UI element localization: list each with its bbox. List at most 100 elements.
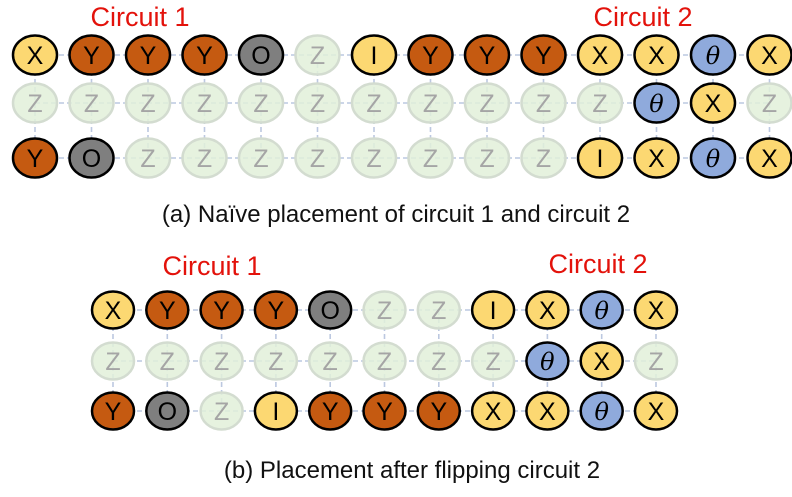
panel-a-circuit-2-title: Circuit 2 (593, 2, 692, 32)
qubit-label: θ (540, 348, 555, 376)
qubit-y: Y (145, 290, 190, 330)
qubit-circle (689, 82, 737, 124)
qubit-y: Y (68, 34, 115, 76)
qubit-circle (307, 391, 353, 431)
qubit-y: Y (362, 391, 407, 431)
qubit-z: Z (407, 137, 454, 179)
qubit-label: Y (268, 297, 285, 325)
qubit-label: Y (422, 42, 439, 70)
qubit-x: X (633, 290, 679, 330)
qubit-circle (362, 290, 407, 330)
qubit-i: I (470, 290, 516, 330)
qubit-z: Z (470, 341, 516, 381)
qubit-theta: θ (689, 137, 737, 179)
qubit-circle (237, 34, 285, 76)
qubit-label: Z (536, 145, 551, 173)
qubit-label: X (27, 42, 44, 70)
qubit-z: Z (294, 82, 341, 124)
qubit-circle (199, 290, 244, 330)
qubit-circle (463, 137, 511, 179)
qubit-label: Z (253, 145, 268, 173)
qubit-label: I (490, 297, 497, 325)
qubit-i: I (253, 391, 299, 431)
qubit-circle (525, 341, 570, 381)
qubit-z: Z (307, 341, 353, 381)
qubit-circle (633, 341, 679, 381)
qubit-circle (407, 137, 454, 179)
qubit-x: X (633, 34, 680, 76)
qubit-label: Y (83, 42, 100, 70)
qubit-circle (576, 82, 624, 124)
qubit-circle (124, 137, 172, 179)
qubit-label: Z (323, 348, 338, 376)
qubit-label: X (648, 297, 665, 325)
qubit-z: Z (576, 82, 624, 124)
qubit-label: X (705, 90, 722, 118)
qubit-x: X (470, 391, 516, 431)
qubit-label: Z (423, 145, 438, 173)
qubit-x: X (746, 137, 792, 179)
qubit-circle (68, 82, 115, 124)
qubit-z: Z (181, 82, 228, 124)
qubit-z: Z (416, 341, 462, 381)
qubit-z: Z (199, 341, 244, 381)
qubit-label: I (597, 145, 604, 173)
qubit-circle (253, 290, 299, 330)
qubit-z: Z (407, 82, 454, 124)
qubit-label: θ (594, 297, 609, 325)
qubit-circle (124, 82, 172, 124)
qubit-z: Z (294, 137, 341, 179)
qubit-z: Z (181, 137, 228, 179)
qubit-o: O (307, 290, 353, 330)
qubit-y: Y (416, 391, 462, 431)
qubit-circle (124, 34, 172, 76)
qubit-label: Y (140, 42, 157, 70)
qubit-circle (470, 341, 516, 381)
qubit-circle (470, 290, 516, 330)
qubit-z: Z (11, 82, 59, 124)
panel-b-circuit-2-title: Circuit 2 (548, 249, 647, 279)
qubit-label: Y (535, 42, 552, 70)
qubit-y: Y (124, 34, 172, 76)
qubit-label: Z (140, 90, 155, 118)
qubit-z: Z (362, 290, 407, 330)
qubit-y: Y (11, 137, 59, 179)
qubit-circle (350, 82, 398, 124)
qubit-label: θ (706, 145, 721, 173)
qubit-circle (253, 391, 299, 431)
qubit-x: X (579, 341, 624, 381)
qubit-circle (145, 391, 190, 431)
qubit-label: Z (253, 90, 268, 118)
qubit-circle (68, 137, 115, 179)
qubit-circle (350, 137, 398, 179)
qubit-z: Z (350, 137, 398, 179)
qubit-label: I (272, 398, 279, 426)
qubit-o: O (237, 34, 285, 76)
qubit-z: Z (294, 34, 341, 76)
qubit-label: O (320, 297, 339, 325)
qubit-theta: θ (579, 290, 624, 330)
panel-a-circuit-1-title: Circuit 1 (90, 2, 189, 32)
qubit-circle (181, 137, 228, 179)
qubit-label: Z (140, 145, 155, 173)
qubit-circle (579, 290, 624, 330)
qubit-circle (576, 34, 624, 76)
qubit-circle (525, 391, 570, 431)
qubit-theta: θ (525, 341, 570, 381)
qubit-label: Z (431, 348, 446, 376)
qubit-label: X (648, 398, 665, 426)
qubit-label: Y (105, 398, 122, 426)
qubit-z: Z (520, 82, 567, 124)
qubit-theta: θ (579, 391, 624, 431)
qubit-label: θ (649, 90, 664, 118)
qubit-circle (470, 391, 516, 431)
qubit-label: Y (196, 42, 213, 70)
qubit-label: Z (479, 90, 494, 118)
qubit-label: Y (376, 398, 393, 426)
qubit-circle (407, 34, 454, 76)
qubit-y: Y (407, 34, 454, 76)
qubit-circle (689, 34, 737, 76)
qubit-circle (520, 82, 567, 124)
